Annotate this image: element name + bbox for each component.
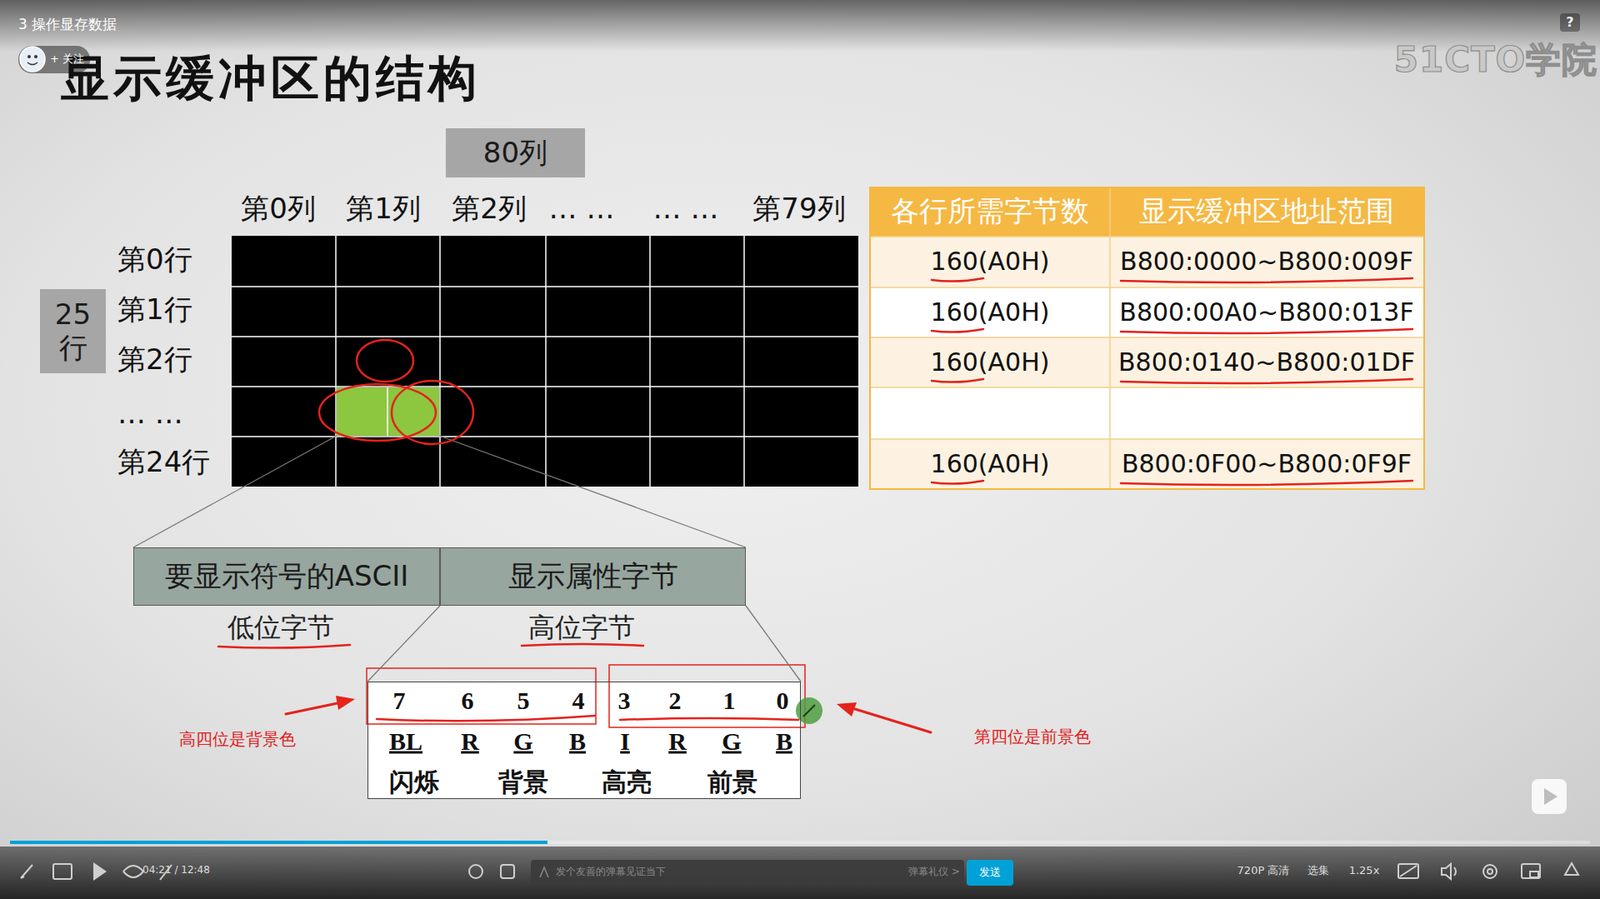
- bit-number: 6: [461, 686, 475, 715]
- player-text: 04:21 / 12:48: [142, 865, 210, 877]
- note-text: 高位字节: [528, 612, 635, 644]
- grid-header: 第2列: [451, 192, 527, 225]
- table-cell: 160(A0H): [930, 348, 1050, 378]
- byte-expansion-line: [745, 605, 801, 682]
- byte-expansion-line: [367, 605, 440, 682]
- side-play-button: [1531, 779, 1567, 815]
- table-cell: 160(A0H): [930, 298, 1050, 328]
- bit-meaning: 前景: [707, 768, 758, 796]
- table-cell: B800:0F00~B800:0F9F: [1121, 450, 1412, 480]
- bit-box-fill: [367, 681, 801, 800]
- grid-header: 第0行: [117, 243, 193, 276]
- memory-grid: [231, 235, 859, 487]
- column-count-box: 80列: [445, 128, 585, 178]
- overlay-text: + 关注: [50, 53, 85, 66]
- bit-number: 2: [669, 686, 682, 715]
- table-cell: B800:00A0~B800:013F: [1119, 298, 1414, 328]
- bit-number: 3: [618, 686, 631, 715]
- player-text: 720P 高清: [1237, 865, 1290, 878]
- grid-header: … …: [549, 192, 615, 225]
- table-cell: 160(A0H): [930, 450, 1050, 480]
- grid-header: 第79列: [752, 192, 845, 225]
- player-bar: [0, 840, 1600, 899]
- player-text: 发送: [979, 866, 1001, 880]
- top-shade: [0, 0, 1600, 52]
- bit-number: 7: [393, 686, 406, 715]
- grid-header: 第0列: [240, 192, 316, 225]
- bit-letter: B: [569, 727, 586, 755]
- red-annotations: [218, 278, 1413, 733]
- note-text: 低位字节: [227, 612, 335, 644]
- table-cell: 160(A0H): [930, 247, 1050, 277]
- grid-header: 第1行: [117, 293, 193, 326]
- grid-header: 第24行: [117, 445, 210, 479]
- bit-meaning: 闪烁: [389, 768, 440, 796]
- grid-header: 第2行: [117, 343, 193, 376]
- box-text: 显示属性字节: [508, 557, 679, 596]
- note-text: 高四位是背景色: [179, 730, 296, 750]
- table-cell: 显示缓冲区地址范围: [1139, 195, 1395, 228]
- box-text: 80列: [483, 134, 548, 173]
- note-text: 第四位是前景色: [974, 727, 1091, 747]
- bit-letter: I: [620, 727, 630, 755]
- grid-header: … …: [117, 397, 184, 430]
- bit-letter: G: [513, 727, 533, 755]
- bit-number: 5: [517, 686, 530, 715]
- grid-header: … …: [653, 192, 720, 225]
- bit-letter: BL: [389, 727, 423, 755]
- attr-byte-cell: 显示属性字节: [440, 547, 746, 606]
- table-cell: B800:0000~B800:009F: [1120, 247, 1414, 277]
- pen-cursor: [795, 697, 823, 725]
- bit-letter: R: [460, 727, 480, 755]
- grid-header: 第1列: [345, 192, 421, 225]
- bit-number: 0: [776, 686, 790, 715]
- address-table: [870, 187, 1425, 490]
- player-text: 选集: [1307, 865, 1330, 878]
- overlay-text: 51CTO学院: [1394, 40, 1599, 80]
- bit-number: 1: [723, 686, 736, 715]
- bit-letter: G: [721, 727, 741, 755]
- player-text: 1.25x: [1349, 865, 1380, 878]
- table-cell: B800:0140~B800:01DF: [1118, 348, 1415, 378]
- bit-meaning: 高亮: [601, 768, 652, 796]
- bit-letter: B: [775, 727, 793, 755]
- help-icon: [1560, 13, 1580, 32]
- box-text: 要显示符号的ASCII: [165, 557, 410, 596]
- overlay-text: 3 操作显存数据: [18, 16, 117, 34]
- box-text: 25 行: [51, 298, 95, 364]
- bit-meaning: 背景: [498, 768, 549, 796]
- player-text: 弹幕礼仪 >: [908, 866, 960, 879]
- bit-number: 4: [572, 686, 585, 715]
- bit-letter: R: [668, 727, 687, 755]
- attribute-bit-box: 7 6 5 4 3 2 1 0BL R G B I R G B 闪烁 背景 高亮 前景: [367, 681, 801, 800]
- char-byte-cell: 要显示符号的ASCII: [133, 547, 440, 606]
- row-count-box: 25 行: [40, 289, 106, 374]
- slide-title: 显示缓冲区的结构: [60, 51, 481, 108]
- table-cell: 各行所需字节数: [890, 195, 1090, 228]
- overlay-text: ?: [1565, 15, 1574, 30]
- player-text: 发个友善的弹幕见证当下: [555, 866, 666, 879]
- leader-lines: [133, 435, 746, 548]
